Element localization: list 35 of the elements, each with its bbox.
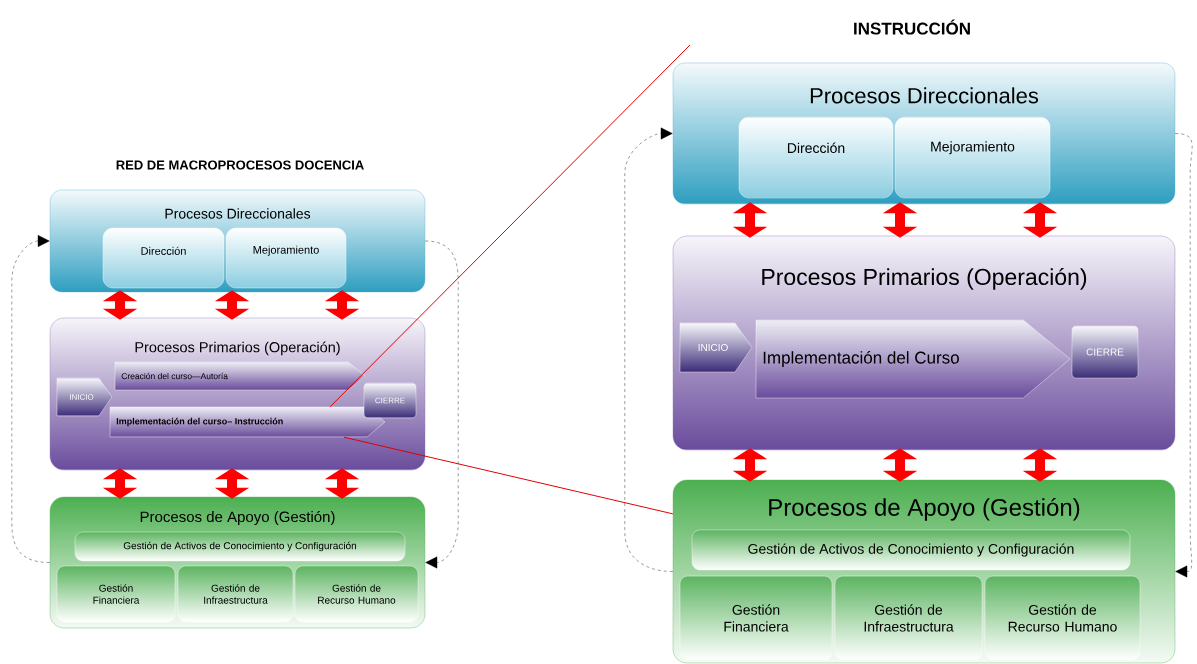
process-box: Dirección (738, 116, 894, 199)
process-box: Gestión de Activos de Conocimiento y Configuración (74, 531, 406, 562)
double-arrow (324, 290, 360, 320)
process-box: Mejoramiento (894, 116, 1051, 199)
heading: INSTRUCCIÓN (854, 19, 970, 35)
double-arrow (1022, 202, 1058, 238)
process-box: Gestión de Activos de Conocimiento y Configuración (691, 529, 1131, 571)
phase-banner: Creación del curso—Autoría (114, 361, 366, 391)
double-arrow (882, 202, 918, 238)
double-arrow (1022, 448, 1058, 482)
double-arrow (732, 202, 768, 238)
zoom-line (343, 436, 674, 515)
heading: RED DE MACROPROCESOS DOCENCIA (116, 160, 364, 170)
dashed-arrow (624, 127, 673, 572)
double-arrow (214, 468, 250, 499)
process-box: Gestión Financiera (679, 575, 833, 661)
process-box: Dirección (102, 227, 225, 289)
zoom-line (329, 44, 691, 408)
double-arrow (324, 468, 360, 499)
dashed-arrow (11, 235, 50, 563)
dashed-arrow (1175, 133, 1193, 578)
process-box: Gestión de Infraestructura (834, 575, 983, 661)
step-box: CIERRE (1071, 325, 1139, 379)
process-box: Gestión de Infraestructura (177, 565, 294, 623)
process-box: Mejoramiento (225, 227, 347, 289)
process-box: Gestión Financiera (56, 565, 176, 623)
dashed-arrow (425, 240, 459, 569)
double-arrow (732, 448, 768, 482)
double-arrow (882, 448, 918, 482)
double-arrow (102, 290, 138, 320)
process-box: Gestión de Recurso Humano (984, 575, 1141, 661)
double-arrow (214, 290, 250, 320)
process-box: Gestión de Recurso Humano (294, 565, 419, 623)
double-arrow (102, 468, 138, 499)
step-box: CIERRE (363, 382, 417, 419)
